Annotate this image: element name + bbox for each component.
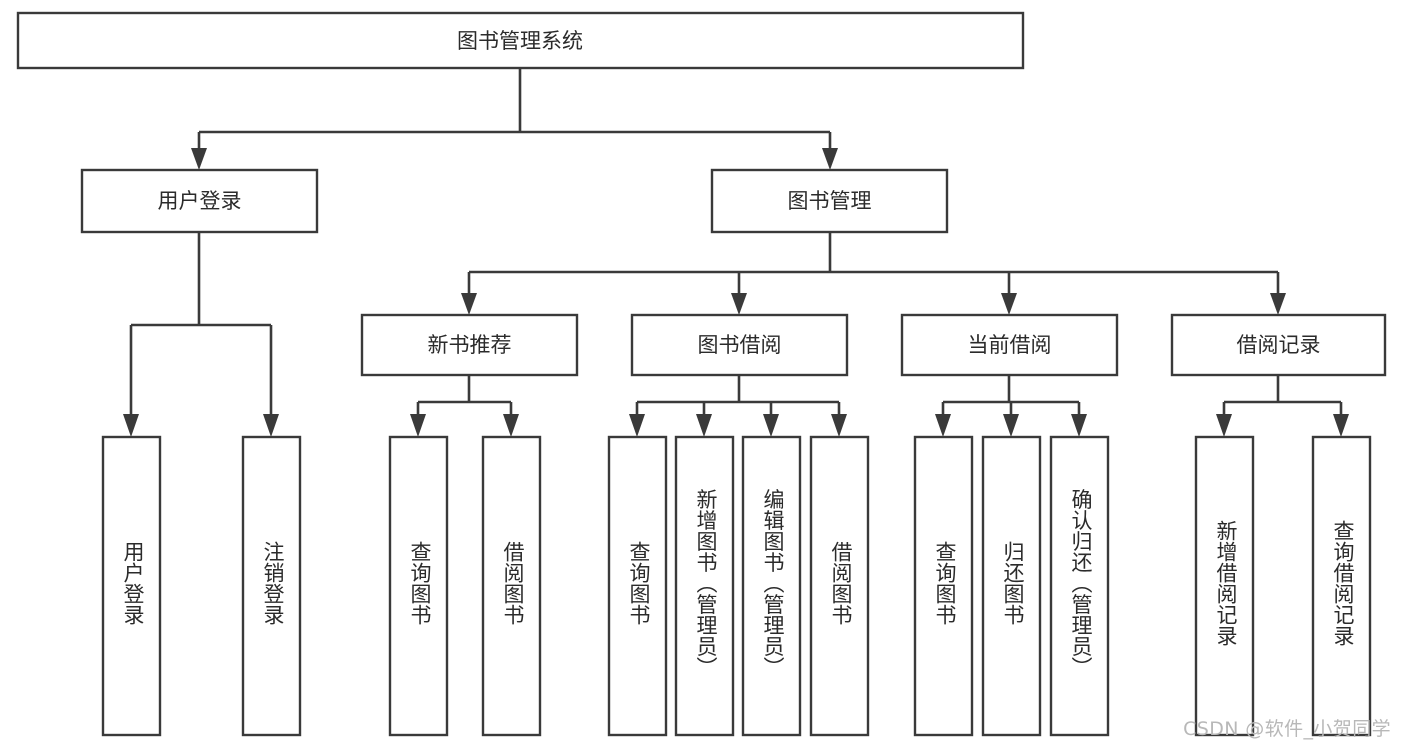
arrow-leaf-edit-book — [763, 414, 779, 437]
node-new-book-recommend[interactable]: 新书推荐 — [360, 313, 579, 377]
arrow-leaf-add-borrow-record — [1216, 414, 1232, 437]
node-leaf-query-book-2-label: 查询图书 — [627, 541, 651, 625]
arrow-to-book-borrow — [731, 293, 747, 315]
node-leaf-add-borrow-record-box[interactable] — [1194, 435, 1255, 737]
connectors-layer — [123, 68, 1349, 437]
node-leaf-logout-login-label: 注销登录 — [261, 541, 285, 625]
node-borrow-record-box[interactable] — [1170, 313, 1387, 377]
arrow-to-new-book-recommend — [461, 293, 477, 315]
node-borrow-record-label: 借阅记录 — [1237, 333, 1321, 357]
node-new-book-recommend-label: 新书推荐 — [428, 333, 512, 357]
node-book-management-label: 图书管理 — [788, 189, 872, 213]
node-leaf-confirm-return[interactable]: 确认归还（管理员） — [1049, 435, 1110, 737]
node-leaf-query-borrow-record[interactable]: 查询借阅记录 — [1311, 435, 1372, 737]
node-leaf-return-book[interactable]: 归还图书 — [981, 435, 1042, 737]
node-book-borrow-box[interactable] — [630, 313, 849, 377]
node-user-login-box[interactable] — [80, 168, 319, 234]
node-leaf-return-book-box[interactable] — [981, 435, 1042, 737]
node-leaf-query-borrow-record-box[interactable] — [1311, 435, 1372, 737]
node-current-borrow-box[interactable] — [900, 313, 1119, 377]
arrow-leaf-logout-login — [263, 414, 279, 437]
node-leaf-query-book-3-box[interactable] — [913, 435, 974, 737]
node-book-management-box[interactable] — [710, 168, 949, 234]
node-leaf-borrow-book-2-box[interactable] — [809, 435, 870, 737]
arrow-leaf-query-borrow-record — [1333, 414, 1349, 437]
node-leaf-borrow-book-1-box[interactable] — [481, 435, 542, 737]
arrow-leaf-query-book-3 — [935, 414, 951, 437]
node-leaf-logout-login[interactable]: 注销登录 — [241, 435, 302, 737]
node-borrow-record[interactable]: 借阅记录 — [1170, 313, 1387, 377]
node-root-box[interactable] — [16, 11, 1025, 70]
node-leaf-query-book-2[interactable]: 查询图书 — [607, 435, 668, 737]
node-leaf-add-borrow-record-label: 新增借阅记录 — [1214, 520, 1238, 646]
node-leaf-query-book-1-box[interactable] — [388, 435, 449, 737]
arrow-leaf-confirm-return — [1071, 414, 1087, 437]
node-leaf-query-borrow-record-label: 查询借阅记录 — [1331, 520, 1355, 646]
node-leaf-borrow-book-2[interactable]: 借阅图书 — [809, 435, 870, 737]
arrow-leaf-user-login — [123, 414, 139, 437]
node-book-borrow-label: 图书借阅 — [698, 333, 782, 357]
node-leaf-logout-login-box[interactable] — [241, 435, 302, 737]
node-leaf-user-login[interactable]: 用户登录 — [101, 435, 162, 737]
node-leaf-confirm-return-box[interactable] — [1049, 435, 1110, 737]
node-leaf-borrow-book-1-label: 借阅图书 — [501, 541, 525, 625]
node-leaf-borrow-book-2-label: 借阅图书 — [829, 541, 853, 625]
node-new-book-recommend-box[interactable] — [360, 313, 579, 377]
arrow-leaf-return-book — [1003, 414, 1019, 437]
node-leaf-query-book-1[interactable]: 查询图书 — [388, 435, 449, 737]
node-leaf-add-book-label: 新增图书（管理员） — [694, 489, 718, 678]
arrow-leaf-query-book-1 — [410, 414, 426, 437]
node-leaf-edit-book[interactable]: 编辑图书（管理员） — [741, 435, 802, 737]
arrow-to-user-login — [191, 148, 207, 170]
node-leaf-borrow-book-1[interactable]: 借阅图书 — [481, 435, 542, 737]
node-leaf-query-book-1-label: 查询图书 — [408, 541, 432, 625]
arrow-leaf-query-book-2 — [629, 414, 645, 437]
node-leaf-edit-book-label: 编辑图书（管理员） — [761, 489, 785, 678]
node-leaf-add-borrow-record[interactable]: 新增借阅记录 — [1194, 435, 1255, 737]
arrow-leaf-borrow-book-1 — [503, 414, 519, 437]
node-leaf-query-book-3[interactable]: 查询图书 — [913, 435, 974, 737]
arrow-to-current-borrow — [1001, 293, 1017, 315]
node-user-login[interactable]: 用户登录 — [80, 168, 319, 234]
arrow-leaf-borrow-book-2 — [831, 414, 847, 437]
node-book-management[interactable]: 图书管理 — [710, 168, 949, 234]
node-leaf-query-book-2-box[interactable] — [607, 435, 668, 737]
node-leaf-user-login-label: 用户登录 — [121, 541, 145, 625]
arrow-leaf-add-book — [696, 414, 712, 437]
node-user-login-label: 用户登录 — [158, 189, 242, 213]
node-leaf-query-book-3-label: 查询图书 — [933, 541, 957, 625]
node-root-system[interactable]: 图书管理系统 — [16, 11, 1025, 70]
node-current-borrow-label: 当前借阅 — [968, 333, 1052, 357]
arrow-to-book-management — [822, 148, 838, 170]
arrow-to-borrow-record — [1270, 293, 1286, 315]
node-book-borrow[interactable]: 图书借阅 — [630, 313, 849, 377]
node-leaf-add-book-box[interactable] — [674, 435, 735, 737]
node-root-label: 图书管理系统 — [457, 29, 583, 53]
node-leaf-return-book-label: 归还图书 — [1001, 541, 1025, 625]
node-current-borrow[interactable]: 当前借阅 — [900, 313, 1119, 377]
node-leaf-add-book[interactable]: 新增图书（管理员） — [674, 435, 735, 737]
node-leaf-edit-book-box[interactable] — [741, 435, 802, 737]
node-leaf-confirm-return-label: 确认归还（管理员） — [1069, 489, 1093, 678]
node-leaf-user-login-box[interactable] — [101, 435, 162, 737]
